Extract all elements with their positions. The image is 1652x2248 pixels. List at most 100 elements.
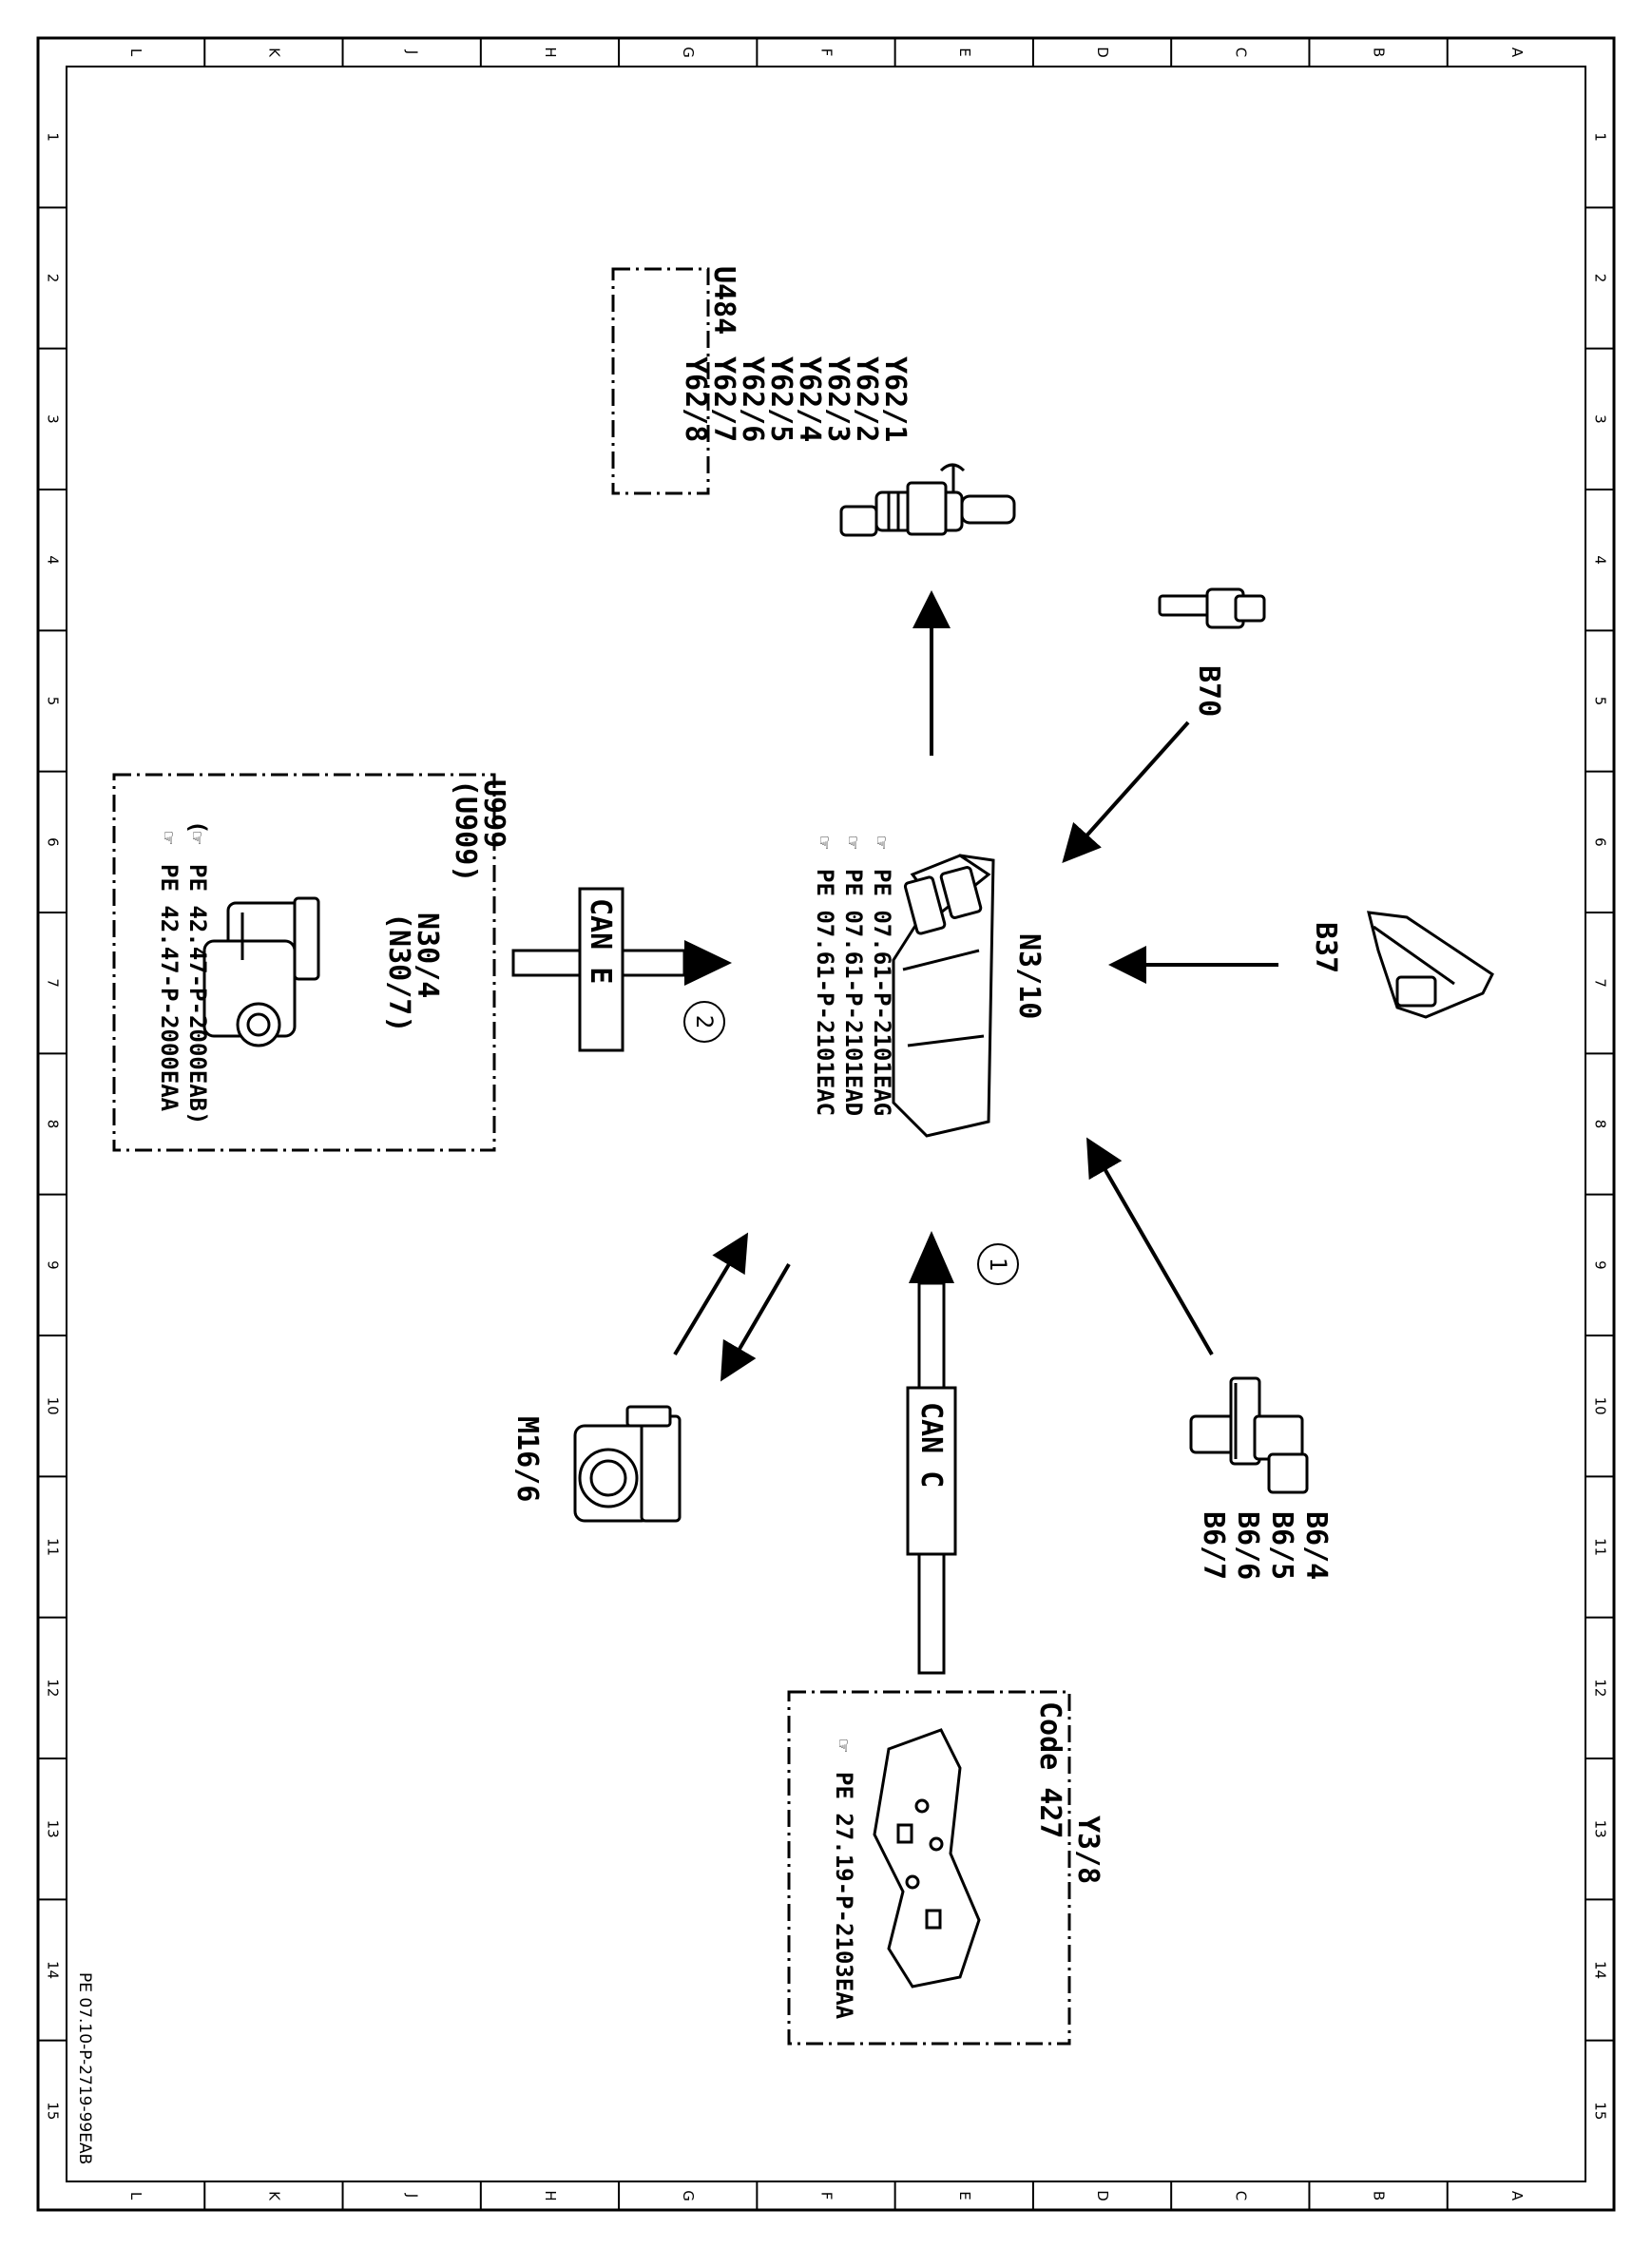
column-label: A — [1508, 2191, 1526, 2201]
row-label: 11 — [45, 1538, 62, 1556]
b6-sensor-group: B6/4 B6/5 B6/6 B6/7 — [1189, 1376, 1333, 1580]
b6-label-6: B6/6 — [1231, 1511, 1264, 1580]
row-label: 14 — [45, 1961, 62, 1979]
n30-ref: PE 42.47-P-2000EAA — [156, 864, 182, 1112]
row-label: 1 — [45, 132, 62, 142]
b37-sensor: B37 — [1309, 911, 1494, 1019]
n3-10-ref-2: PE 07.61-P-2101EAD — [840, 869, 867, 1116]
hand-pointer-reference-icon: ☞ — [869, 836, 893, 849]
n3-10-label: N3/10 — [1012, 933, 1046, 1019]
row-label: 7 — [45, 978, 62, 988]
row-label: 9 — [45, 1260, 62, 1270]
y3-8-label: Y3/8 — [1071, 1816, 1105, 1884]
can-e-label: CAN E — [584, 898, 617, 984]
row-label: 12 — [45, 1679, 62, 1697]
column-label: D — [1094, 47, 1111, 58]
column-label: G — [680, 47, 697, 58]
row-label: 13 — [1592, 1820, 1609, 1838]
accelerator-pedal-sensor-icon — [1367, 911, 1494, 1019]
column-label: C — [1232, 2191, 1249, 2200]
can-e-number-badge — [683, 1001, 725, 1043]
row-label: 14 — [1592, 1961, 1609, 1979]
column-label: B — [1371, 48, 1388, 57]
row-label: 3 — [1592, 414, 1609, 424]
b37-label: B37 — [1309, 922, 1342, 973]
column-label: D — [1094, 2190, 1111, 2201]
document-id: PE 07.10-P-2719-99EAB — [75, 1972, 94, 2164]
y3-8-code: Code 427 — [1033, 1701, 1066, 1839]
column-label: E — [956, 2191, 973, 2200]
hand-pointer-reference-icon: ☞ — [156, 832, 180, 844]
arrow-b6-to-ecu — [1085, 1137, 1214, 1356]
injector-label-y62-6: Y62/6 — [736, 356, 769, 442]
injector-label-y62-2: Y62/2 — [850, 356, 883, 442]
row-label: 8 — [1592, 1120, 1609, 1129]
engine-control-unit-icon — [892, 854, 995, 1138]
column-label: H — [542, 2190, 559, 2200]
column-label: G — [680, 2190, 697, 2201]
hand-pointer-reference-icon: ☞ — [812, 836, 836, 849]
row-label: 6 — [45, 837, 62, 847]
can-c-label: CAN C — [914, 1402, 948, 1488]
ecu-n3-10: N3/10 ☞ PE 07.61-P-2101EAC ☞ PE 07.61-P-… — [812, 836, 1046, 1138]
column-label: A — [1508, 48, 1526, 58]
y3-8-ref: PE 27.19-P-2103EAA — [831, 1772, 857, 2020]
row-label: 1 — [1592, 132, 1609, 142]
row-label: 5 — [1592, 697, 1609, 706]
b70-sensor: B70 — [1158, 587, 1266, 717]
row-label: 13 — [45, 1820, 62, 1838]
b6-label-7: B6/7 — [1197, 1511, 1230, 1580]
injector-label-y62-3: Y62/3 — [821, 356, 855, 442]
injector-label-y62-4: Y62/4 — [793, 356, 826, 442]
b6-label-4: B6/4 — [1299, 1511, 1333, 1580]
injector-group: Y62/1 Y62/2 Y62/3 Y62/4 Y62/5 Y62/6 U484… — [611, 266, 1016, 537]
injector-label-y62-7: Y62/7 — [707, 356, 740, 442]
injector-label-y62-5: Y62/5 — [764, 356, 797, 442]
row-label: 4 — [45, 555, 62, 565]
row-label: 12 — [1592, 1679, 1609, 1697]
column-label: L — [127, 2192, 144, 2200]
hand-pointer-reference-icon: ☞ — [831, 1739, 855, 1752]
column-label: J — [404, 2193, 421, 2198]
y3-8-group: Code 427 Y3/8 ☞ PE 27.19-P-2103EAA — [787, 1690, 1105, 2046]
row-label: 10 — [45, 1397, 62, 1415]
column-label: H — [542, 47, 559, 57]
row-label: 6 — [1592, 837, 1609, 847]
n3-10-ref-1: PE 07.61-P-2101EAC — [812, 869, 838, 1116]
column-label: C — [1232, 48, 1249, 57]
injector-box-label-u484: U484 — [707, 266, 740, 335]
column-label: B — [1371, 2191, 1388, 2200]
injector-label-y62-8: Y62/8 — [679, 356, 712, 442]
arrow-b70-to-ecu — [1062, 721, 1190, 863]
row-label: 15 — [1592, 2102, 1609, 2120]
row-label: 8 — [45, 1120, 62, 1129]
column-label: K — [265, 2191, 282, 2201]
row-label: 5 — [45, 697, 62, 706]
can-c-bus: CAN C 1 — [906, 1231, 1019, 1675]
transmission-control-unit-icon — [873, 1728, 981, 1989]
n30-box-label-alt: (U909) — [449, 779, 482, 882]
m16-6-actuator: M16/6 — [510, 1405, 682, 1523]
row-label: 7 — [1592, 978, 1609, 988]
signal-arrows — [673, 590, 1278, 1382]
n30-label: N30/4 — [411, 913, 444, 998]
can-c-number: 1 — [985, 1258, 1011, 1271]
row-label: 9 — [1592, 1260, 1609, 1270]
row-label: 2 — [1592, 274, 1609, 283]
n30-group: U999 (U909) N30/4 (N30/7) ☞ PE 42.47-P-2… — [112, 773, 510, 1152]
camshaft-sensor-icon — [1189, 1376, 1309, 1494]
column-label: F — [818, 2192, 836, 2200]
column-label: F — [818, 48, 836, 57]
fuel-injector-icon — [839, 463, 1016, 537]
n30-ref-alt: PE 42.47-P-2000EAB) — [184, 864, 211, 1125]
row-label: 10 — [1592, 1397, 1609, 1415]
can-e-number: 2 — [691, 1015, 718, 1028]
n30-label-alt: (N30/7) — [382, 913, 415, 1032]
row-label: 2 — [45, 274, 62, 283]
